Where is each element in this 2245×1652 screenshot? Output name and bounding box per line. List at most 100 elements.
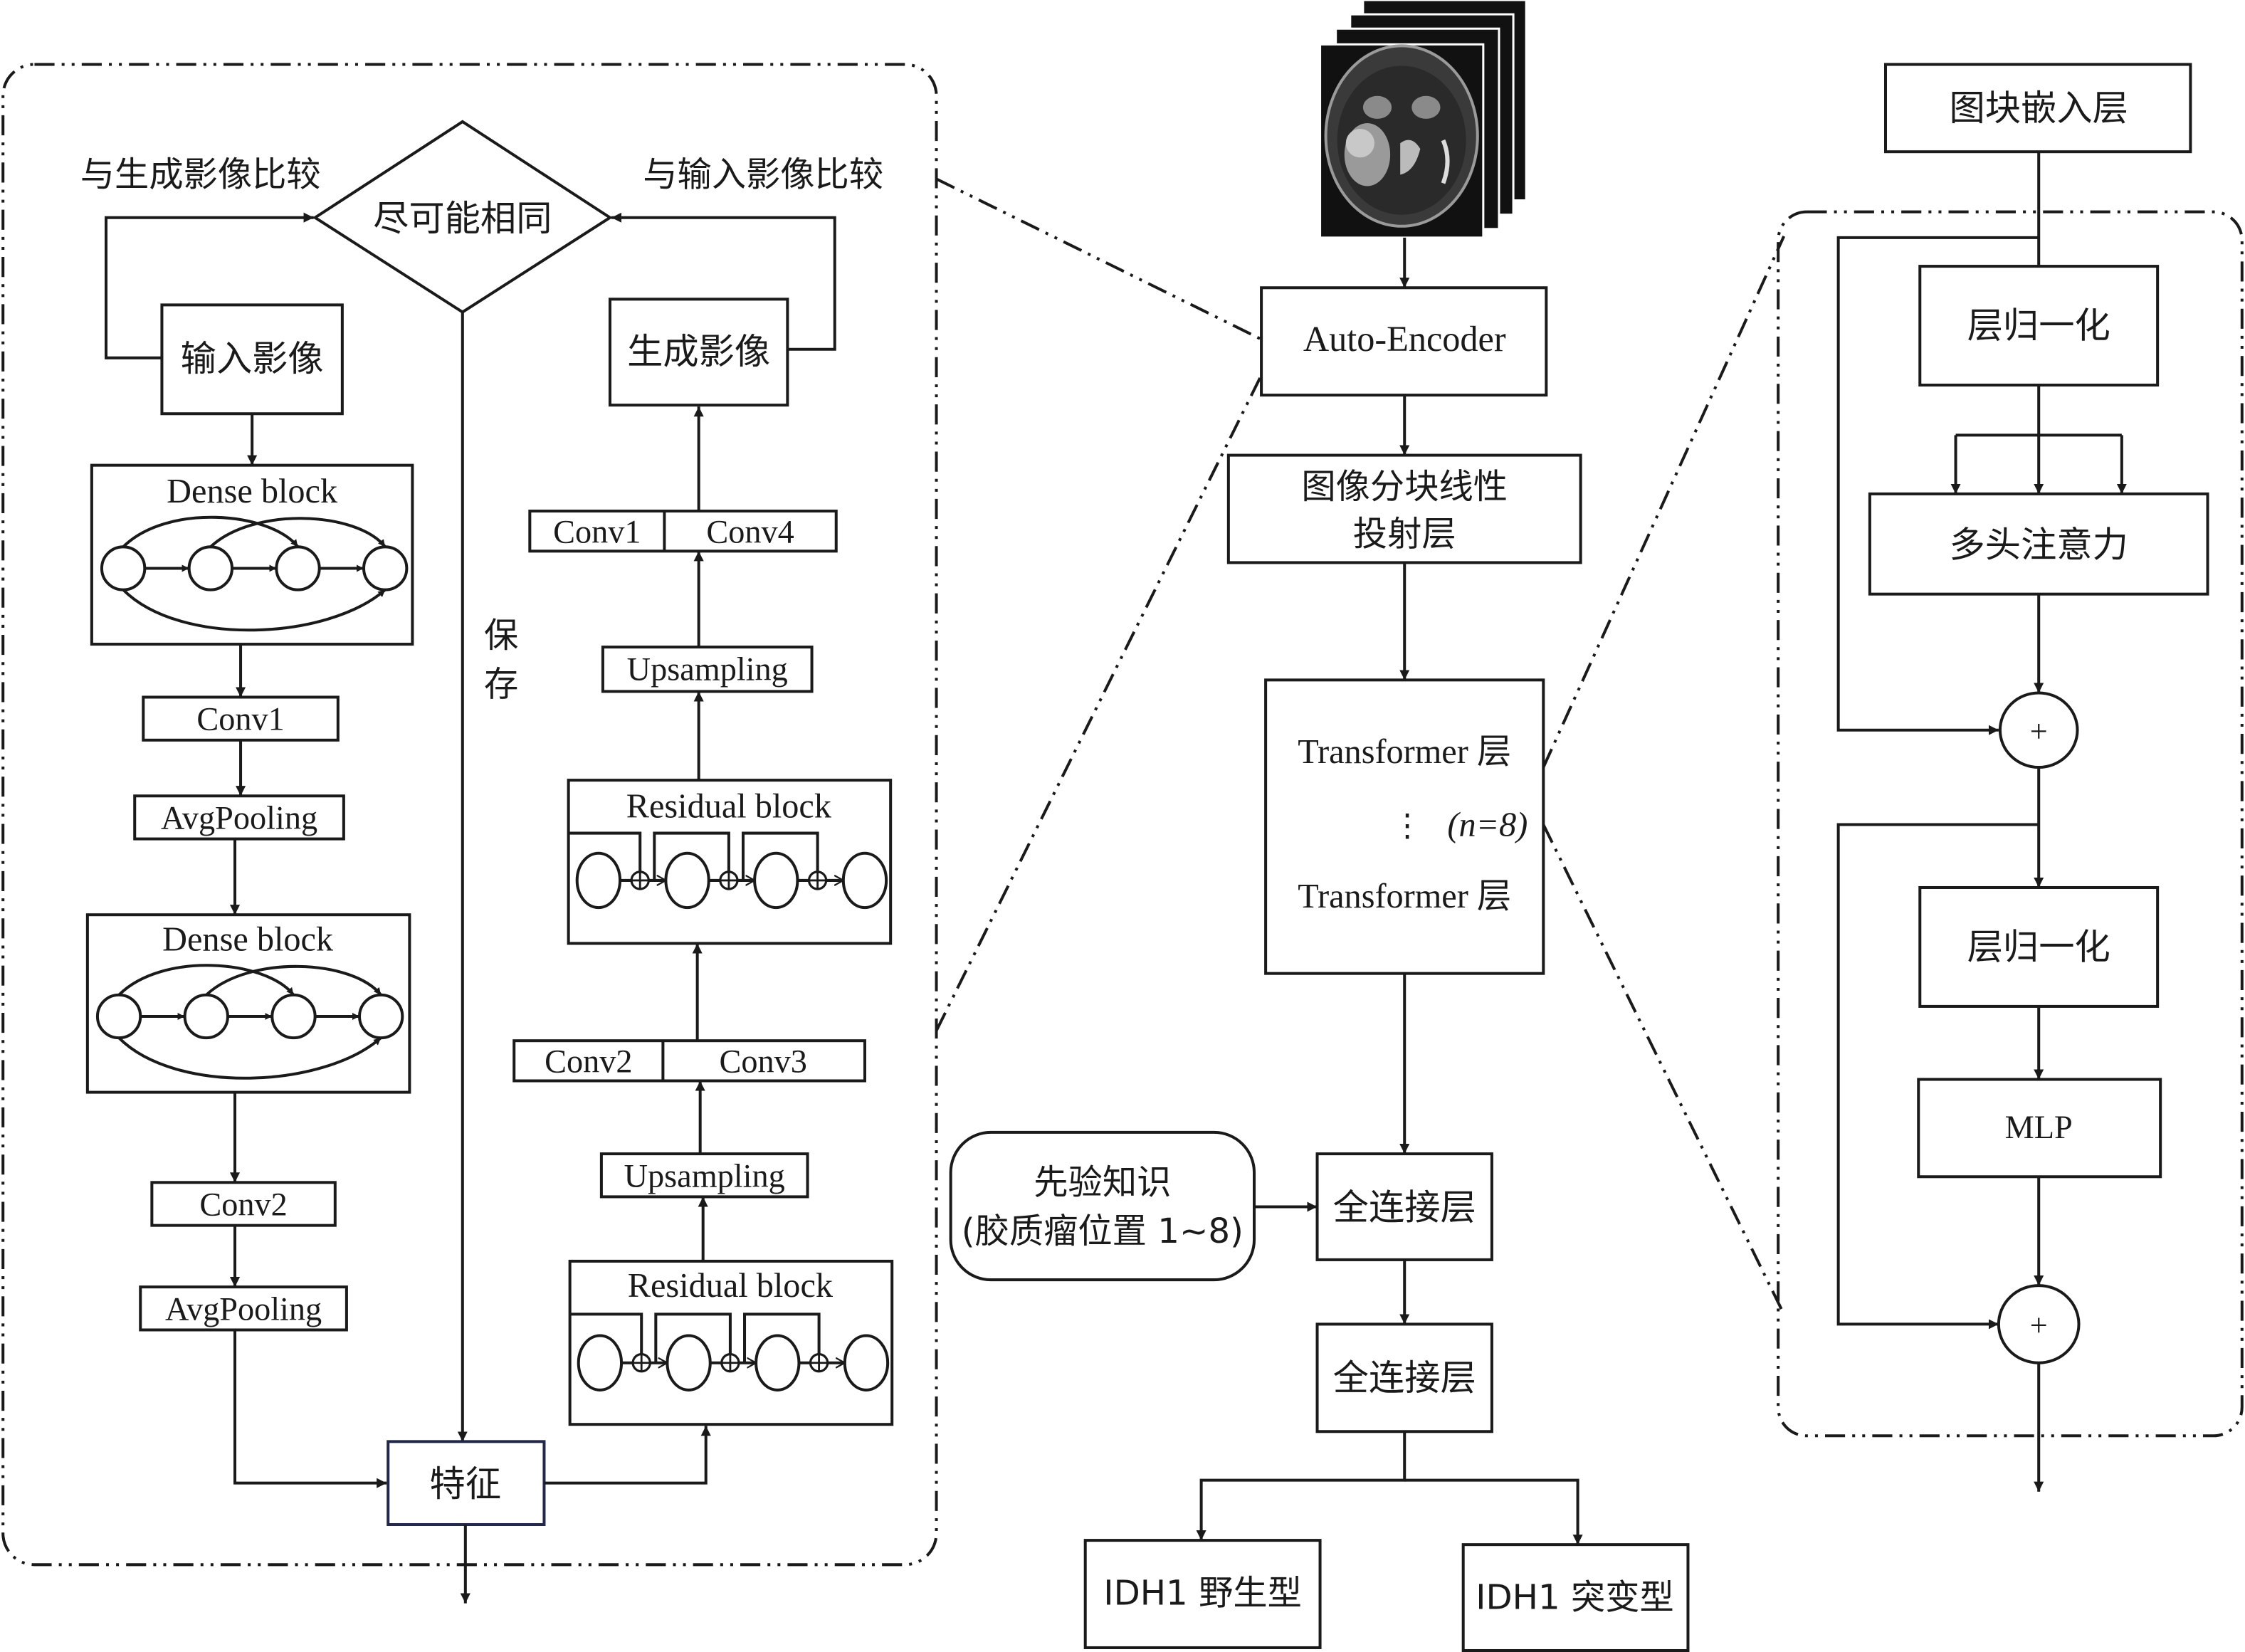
dense-block-1-label: Dense block [167, 473, 338, 510]
upsampling-2: Upsampling [601, 646, 814, 693]
zoom-connector-right-top [1542, 236, 1786, 768]
patch-projection-label-1: 图像分块线性 [1301, 467, 1508, 507]
residual-skip-edge [568, 831, 642, 872]
residual-block-1-label: Residual block [628, 1267, 834, 1305]
avgpool-1-label: AvgPooling [161, 801, 317, 837]
dense-skip-edge [117, 1036, 382, 1080]
residual-skip-edge [653, 831, 730, 880]
avgpool-2: AvgPooling [139, 1285, 348, 1332]
layer-norm-2-label: 层归一化 [1967, 926, 2110, 968]
dense-block-2-label: Dense block [162, 920, 334, 958]
mlp-node: MLP [1917, 1078, 2162, 1179]
transformer-bottom-label: Transformer 层 [1298, 878, 1511, 915]
brain-scan-icon [1324, 44, 1479, 228]
save-label-1: 保 [484, 616, 518, 656]
add-node-1-label: + [2030, 714, 2048, 749]
conv2-encoder-label: Conv2 [199, 1187, 287, 1224]
output-wild-type: IDH1 野生型 [1083, 1539, 1322, 1649]
residual-node [666, 1334, 712, 1391]
dense-node [183, 993, 229, 1040]
conv1-conv4-block: Conv1 Conv4 [528, 510, 838, 553]
mlp-label: MLP [2005, 1110, 2073, 1146]
conv1-decoder-label: Conv1 [553, 514, 641, 550]
auto-encoder-node: Auto-Encoder [1260, 286, 1548, 397]
transformer-top-label: Transformer 层 [1298, 733, 1511, 771]
output-wild-type-label: IDH1 野生型 [1103, 1574, 1302, 1614]
dense-node [357, 993, 404, 1040]
arrow-fc2-to-mutant [1404, 1478, 1583, 1545]
patch-projection-node: 图像分块线性 投射层 [1226, 453, 1582, 564]
dense-node [95, 993, 142, 1040]
add-node-2: + [1997, 1284, 2081, 1364]
output-mutant-label: IDH1 突变型 [1476, 1578, 1674, 1618]
residual-skip-edge [743, 1312, 821, 1363]
decision-node: 尽可能相同 [312, 120, 613, 314]
fc-layer-1-label: 全连接层 [1333, 1187, 1476, 1229]
layer-norm-1: 层归一化 [1918, 265, 2160, 387]
prior-knowledge-label-2: (胶质瘤位置 1~8) [962, 1211, 1244, 1251]
multi-head-attention: 多头注意力 [1868, 492, 2209, 596]
zoom-connector-top [935, 177, 1262, 341]
dense-block-2: Dense block [85, 913, 411, 1094]
conv2-conv3-block: Conv2 Conv3 [512, 1039, 866, 1083]
residual-node [577, 1334, 624, 1391]
dense-skip-edge [122, 515, 300, 548]
add-node-2-label: + [2030, 1308, 2048, 1343]
dense-node [362, 545, 409, 591]
compare-right-label: 与输入影像比较 [643, 154, 883, 194]
decision-label: 尽可能相同 [373, 197, 552, 239]
upsampling-2-label: Upsampling [627, 651, 788, 688]
dense-skip-edge [205, 964, 382, 996]
residual-skip-edge [569, 1312, 643, 1354]
residual-block-2-label: Residual block [626, 787, 832, 825]
patch-embedding-node: 图块嵌入层 [1883, 63, 2192, 154]
upsampling-1-label: Upsampling [624, 1158, 785, 1194]
residual-path-2 [1836, 823, 2039, 1330]
dense-node [187, 545, 234, 591]
residual-node [841, 851, 888, 910]
feature-label: 特征 [430, 1463, 502, 1505]
autoencoder-panel-border [1, 63, 938, 1567]
residual-skip-edge [742, 831, 819, 880]
dense-node [270, 993, 317, 1040]
compare-left-label: 与生成影像比较 [80, 154, 321, 194]
feature-node: 特征 [387, 1440, 546, 1527]
conv4-decoder-label: Conv4 [706, 514, 794, 550]
dense-block-1: Dense block [90, 463, 414, 646]
conv2-decoder-label: Conv2 [545, 1043, 632, 1080]
residual-node [753, 851, 799, 910]
layer-norm-1-label: 层归一化 [1967, 305, 2110, 347]
layer-norm-2: 层归一化 [1918, 885, 2160, 1008]
residual-node [664, 851, 710, 910]
arrow-avgpool2-to-feature [233, 1330, 387, 1488]
conv2-encoder: Conv2 [150, 1181, 337, 1227]
zoom-connector-right-bottom [1542, 824, 1786, 1315]
avgpool-1: AvgPooling [133, 794, 345, 841]
transformer-panel-border [1777, 210, 2244, 1438]
residual-skip-edge [654, 1312, 732, 1363]
patch-embedding-label: 图块嵌入层 [1950, 87, 2128, 129]
residual-node [575, 851, 622, 910]
auto-encoder-label: Auto-Encoder [1303, 319, 1506, 359]
residual-path-1 [1836, 236, 2039, 735]
conv1-encoder: Conv1 [142, 695, 340, 742]
residual-node [843, 1334, 890, 1391]
dense-node [275, 545, 321, 591]
patch-projection-label-2: 投射层 [1353, 514, 1456, 554]
residual-block-2: Residual block [567, 779, 893, 945]
mri-image-stack [1319, 0, 1528, 239]
zoom-connector-bottom [935, 359, 1270, 1032]
input-image-label: 输入影像 [181, 337, 324, 379]
generated-image-node: 生成影像 [608, 298, 789, 407]
multi-head-attention-label: 多头注意力 [1950, 523, 2128, 565]
save-label-2: 存 [484, 664, 518, 704]
arrow-input-to-decision [104, 212, 314, 359]
arrow-generated-to-decision [611, 212, 836, 351]
conv1-encoder-label: Conv1 [196, 702, 284, 738]
fc-layer-2: 全连接层 [1315, 1322, 1493, 1433]
prior-knowledge-label-1: 先验知识 [1034, 1162, 1171, 1202]
dense-skip-edge [209, 517, 387, 548]
conv3-decoder-label: Conv3 [719, 1043, 806, 1080]
add-node-1: + [1998, 691, 2079, 769]
